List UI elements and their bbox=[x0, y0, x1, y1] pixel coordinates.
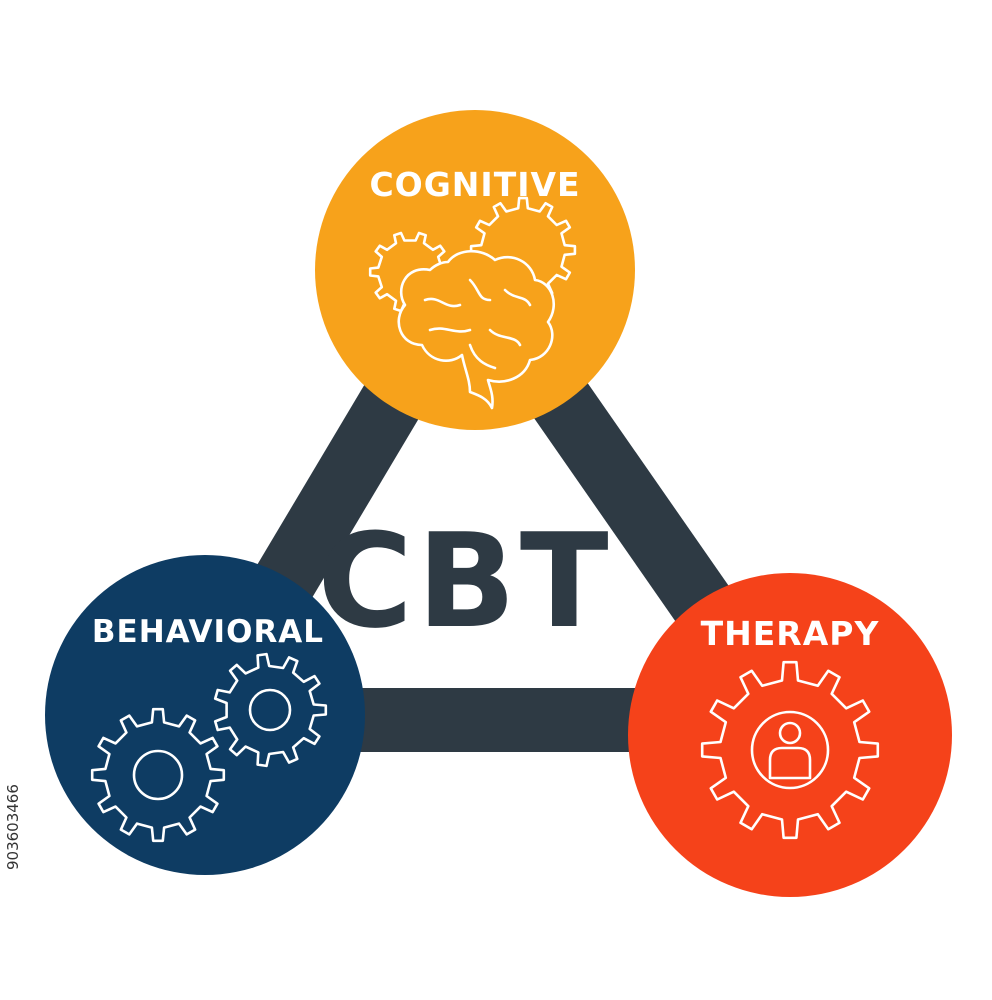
brain-gears-icon bbox=[368, 196, 577, 410]
stock-id: 903603466 bbox=[4, 784, 22, 870]
cognitive-label: COGNITIVE bbox=[369, 165, 580, 204]
node-behavioral: BEHAVIORAL bbox=[45, 555, 365, 875]
center-title: CBT bbox=[317, 505, 612, 657]
therapy-circle bbox=[628, 573, 952, 897]
gears-icon bbox=[90, 652, 328, 843]
person-gear-icon bbox=[700, 660, 880, 840]
node-cognitive: COGNITIVE bbox=[315, 110, 635, 430]
behavioral-circle bbox=[45, 555, 365, 875]
node-therapy: THERAPY bbox=[628, 573, 952, 897]
behavioral-label: BEHAVIORAL bbox=[92, 614, 324, 650]
therapy-label: THERAPY bbox=[701, 614, 880, 653]
